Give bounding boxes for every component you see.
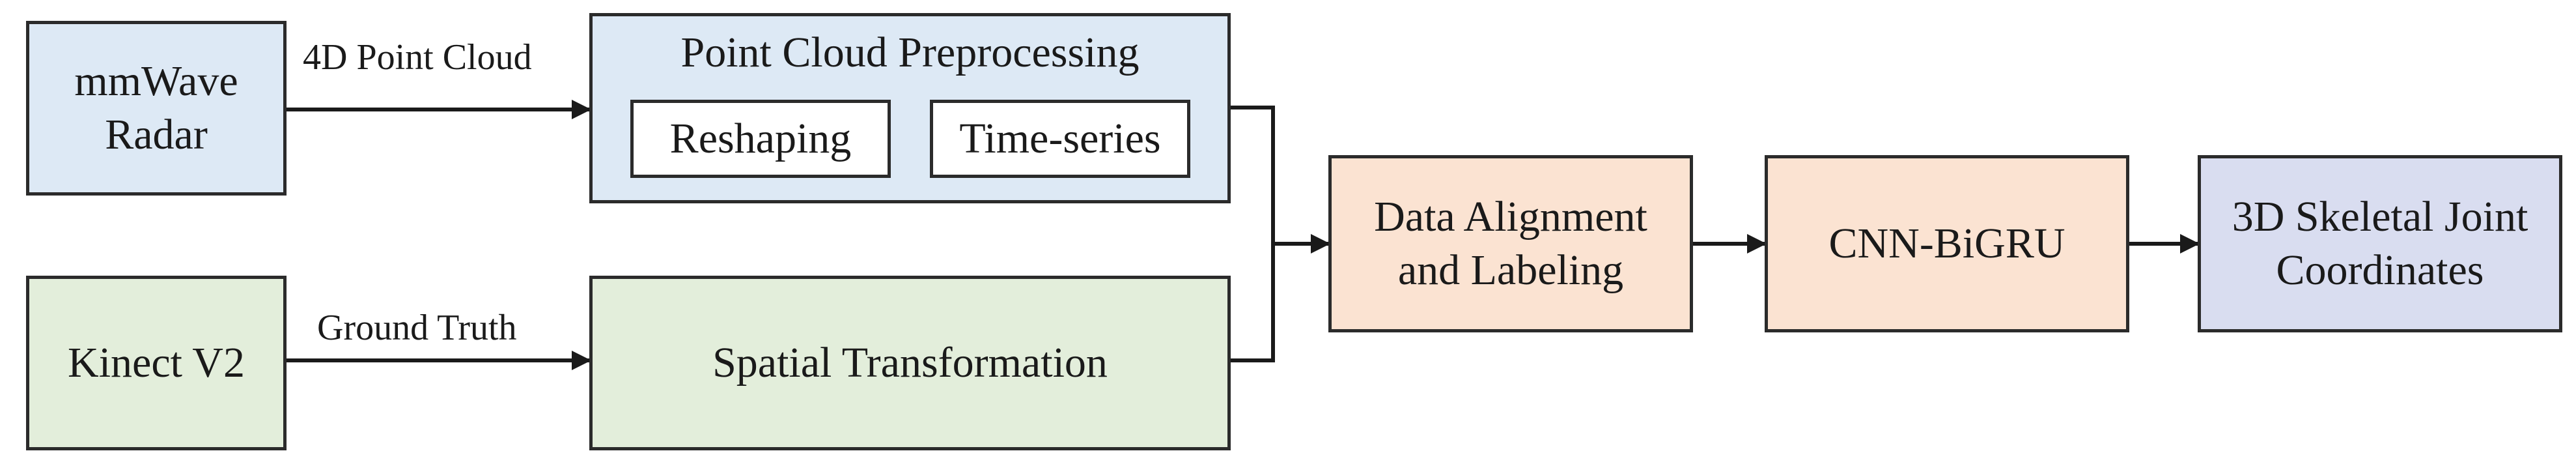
node-kinect-v2-label: Kinect V2	[68, 338, 245, 386]
node-3d-skeletal-joint-coordinates: 3D Skeletal Joint Coordinates	[2198, 155, 2562, 332]
node-kinect-v2: Kinect V2	[26, 276, 287, 450]
node-cnn-bigru-label: CNN-BiGRU	[1828, 219, 2065, 267]
node-mmwave-radar-line1: mmWave	[74, 57, 238, 105]
connector-spatial-merge	[1231, 244, 1275, 362]
node-spatial-transformation-label: Spatial Transformation	[712, 338, 1108, 386]
node-reshaping-label: Reshaping	[669, 114, 852, 162]
node-point-cloud-preprocessing-title: Point Cloud Preprocessing	[680, 29, 1140, 76]
edge-label-ground-truth: Ground Truth	[317, 308, 517, 348]
node-time-series: Time-series	[930, 100, 1190, 178]
node-data-alignment-line1: Data Alignment	[1374, 192, 1647, 240]
node-output-line1: 3D Skeletal Joint	[2232, 192, 2528, 240]
node-spatial-transformation: Spatial Transformation	[589, 276, 1231, 450]
node-mmwave-radar-line2: Radar	[105, 111, 208, 158]
node-time-series-label: Time-series	[959, 114, 1161, 162]
node-reshaping: Reshaping	[630, 100, 891, 178]
node-data-alignment-line2: and Labeling	[1397, 246, 1624, 294]
connector-preprocessing-merge	[1231, 106, 1275, 244]
node-output-line2: Coordinates	[2276, 246, 2484, 294]
node-mmwave-radar: mmWave Radar	[26, 21, 287, 196]
edge-label-4d-point-cloud: 4D Point Cloud	[303, 37, 532, 78]
node-cnn-bigru: CNN-BiGRU	[1765, 155, 2129, 332]
node-data-alignment: Data Alignment and Labeling	[1328, 155, 1693, 332]
